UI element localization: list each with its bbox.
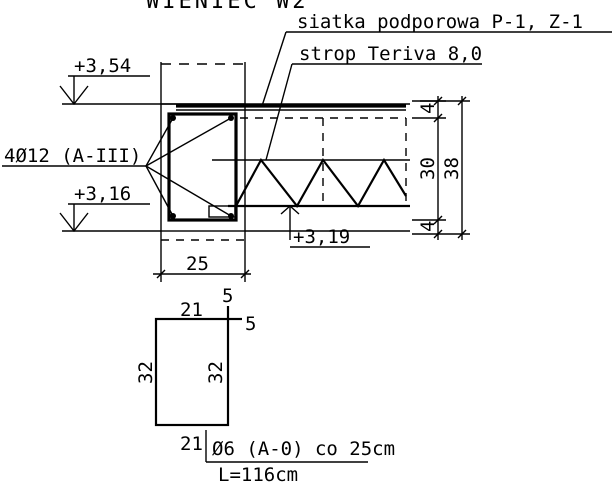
main-bars-leader-4 — [145, 165, 232, 217]
dim-tick-3 — [433, 215, 443, 225]
stirrup-hook-5a: 5 — [222, 285, 233, 307]
main-bars — [170, 115, 234, 219]
main-bars-leader-1 — [145, 117, 174, 167]
dim-tick-1 — [433, 96, 443, 106]
elevation-bottom-arrow-icon — [59, 212, 89, 233]
main-bars-label: 4Ø12 (A-III) — [4, 145, 141, 167]
stirrup-spec: Ø6 (A-0) co 25cm — [212, 438, 395, 460]
slab-truss — [208, 117, 410, 218]
stirrup — [167, 112, 238, 222]
dim-tick-5 — [457, 96, 467, 106]
dim-38: 38 — [441, 157, 463, 180]
drawing-title: WIENIEC W2 — [146, 0, 308, 14]
slab-label: strop Teriva 8,0 — [299, 43, 482, 65]
truss-zigzag — [235, 157, 407, 208]
dim-tick-4 — [433, 229, 443, 239]
elevation-bottom-label: +3,16 — [74, 183, 131, 205]
stirrup-right-32: 32 — [205, 361, 227, 384]
mesh-label-group: siatka podporowa P-1, Z-1 — [261, 11, 612, 107]
vertical-dimensions: 4 30 38 4 — [412, 96, 470, 240]
dim-4-bottom: 4 — [417, 221, 439, 232]
elevation-slab-label: +3,19 — [293, 226, 350, 248]
dim25-tick-right — [240, 269, 250, 279]
dim-25: 25 — [186, 253, 209, 275]
mesh-label: siatka podporowa P-1, Z-1 — [297, 11, 583, 33]
truss-end-block — [208, 205, 236, 218]
stirrup-detail: 21 5 5 32 32 21 Ø6 (A-0) co 25cm L=116cm — [135, 285, 395, 486]
ring-beam-outline — [160, 103, 246, 232]
stirrup-length: L=116cm — [218, 464, 298, 486]
main-bars-label-group: 4Ø12 (A-III) — [2, 117, 232, 217]
slab-leader — [265, 63, 293, 161]
dim25-tick-left — [156, 269, 166, 279]
mesh-leader — [261, 31, 287, 107]
main-bars-leader-2 — [145, 117, 232, 167]
stirrup-hook-5b: 5 — [245, 313, 256, 335]
elevation-top-label: +3,54 — [74, 55, 131, 77]
horizontal-dimension: 25 — [153, 231, 251, 282]
elevation-top: +3,54 — [59, 55, 150, 106]
dim-4-top: 4 — [417, 103, 439, 114]
dim-tick-2 — [433, 113, 443, 123]
stirrup-detail-shape — [154, 317, 230, 427]
slab-label-group: strop Teriva 8,0 — [265, 43, 482, 161]
stirrup-bottom-21: 21 — [180, 433, 203, 455]
dim-30: 30 — [417, 157, 439, 180]
stirrup-left-32: 32 — [135, 361, 157, 384]
dim-tick-6 — [457, 229, 467, 239]
stirrup-top-21: 21 — [180, 299, 203, 321]
elevation-slab: +3,19 — [280, 205, 370, 248]
elevation-bottom: +3,16 — [59, 183, 161, 233]
main-bars-leader-3 — [145, 165, 174, 217]
